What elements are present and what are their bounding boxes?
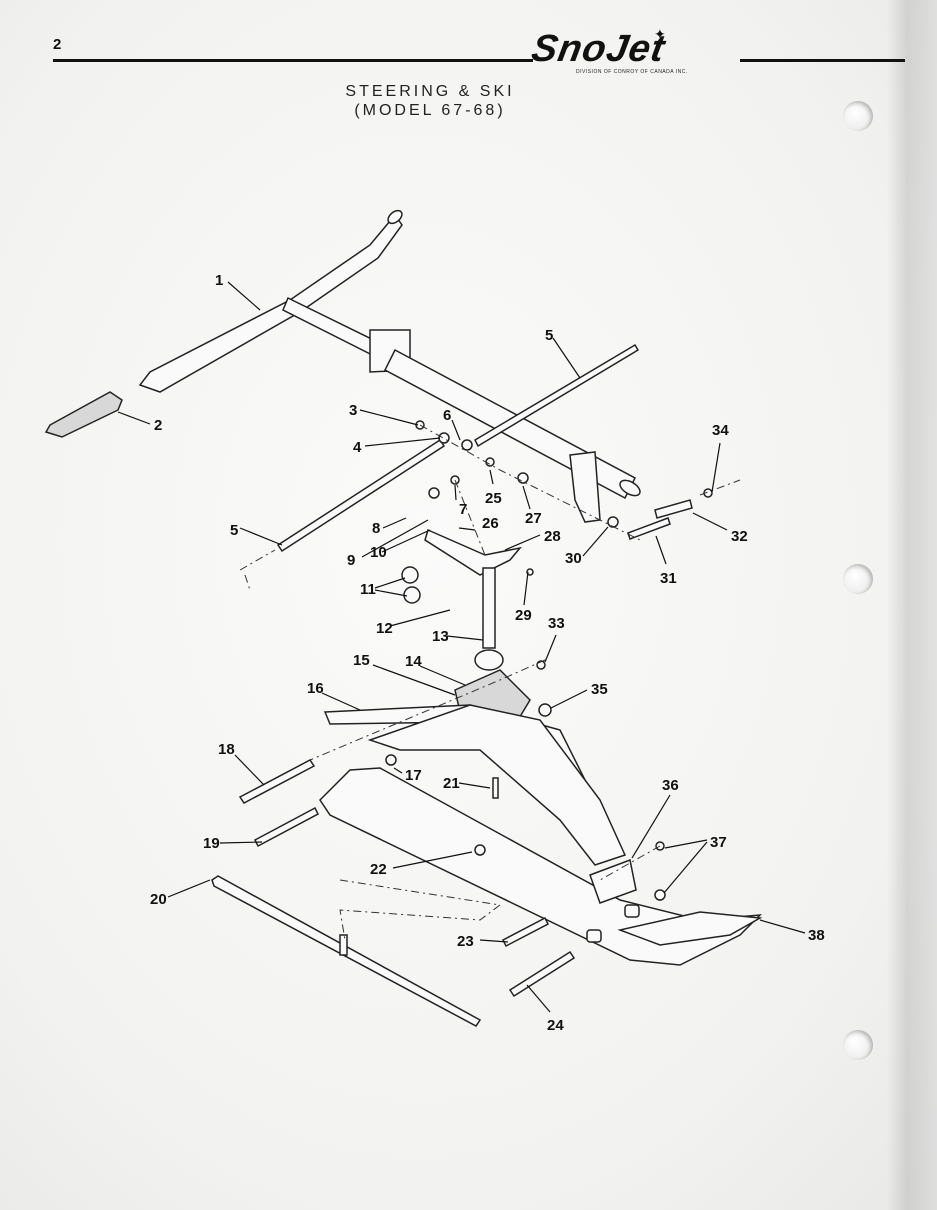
- callout-label: 5: [545, 327, 553, 344]
- callout-label: 4: [353, 439, 362, 456]
- callout-leaders: [117, 281, 806, 1013]
- callout-label: 12: [376, 620, 393, 637]
- binding-shadow: [887, 0, 937, 1210]
- leaf-spring-part: [323, 704, 627, 866]
- header-rule-right: [740, 59, 905, 62]
- callout-label: 34: [712, 422, 729, 439]
- title-line-2: (MODEL 67-68): [354, 102, 506, 119]
- callout-label: 16: [307, 680, 324, 697]
- hardware-parts: [385, 420, 713, 943]
- callout-label: 10: [370, 544, 387, 561]
- punch-hole: [843, 101, 873, 131]
- handlebar-part: [138, 209, 411, 393]
- title-line-1: STEERING & SKI: [345, 83, 515, 100]
- ski-part: [319, 767, 763, 966]
- callout-label: 17: [405, 767, 422, 784]
- callout-label: 33: [548, 615, 565, 632]
- assembly-lines: [239, 424, 741, 941]
- brand-logo: SnoJet ✦ DIVISION OF CONROY OF CANADA IN…: [528, 26, 740, 78]
- page-number: 2: [53, 36, 62, 53]
- callout-label: 37: [710, 834, 727, 851]
- callout-label: 8: [372, 520, 380, 537]
- callout-label: 23: [457, 933, 474, 950]
- callout-label: 29: [515, 607, 532, 624]
- callout-label: 27: [525, 510, 542, 527]
- callout-label: 22: [370, 861, 387, 878]
- callout-label: 1: [215, 272, 223, 289]
- callout-label: 30: [565, 550, 582, 567]
- callout-label: 35: [591, 681, 608, 698]
- runner-part: [211, 875, 482, 1027]
- callout-label: 38: [808, 927, 825, 944]
- callout-label: 2: [154, 417, 162, 434]
- steering-tube: [384, 348, 641, 523]
- star-icon: ✦: [654, 26, 666, 42]
- callout-label: 31: [660, 570, 677, 587]
- callout-labels: 1 2 3 4 5 5 6 7 8 9 10 11 12 13 14 15 16…: [150, 272, 825, 1034]
- page-title: STEERING & SKI (MODEL 67-68): [320, 82, 540, 120]
- callout-label: 21: [443, 775, 460, 792]
- bolt-parts: [238, 499, 693, 998]
- spindle-part: [401, 528, 531, 726]
- callout-label: 7: [459, 501, 467, 518]
- callout-label: 11: [360, 581, 376, 598]
- grip-part: [44, 391, 123, 438]
- callout-label: 28: [544, 528, 561, 545]
- punch-hole: [843, 1030, 873, 1060]
- callout-label: 15: [353, 652, 370, 669]
- callout-label: 25: [485, 490, 502, 507]
- callout-label: 13: [432, 628, 449, 645]
- callout-label: 14: [405, 653, 422, 670]
- header-rule-left: [53, 59, 533, 62]
- callout-label: 32: [731, 528, 748, 545]
- callout-label: 36: [662, 777, 679, 794]
- callout-label: 19: [203, 835, 220, 852]
- punch-hole: [843, 564, 873, 594]
- callout-label: 3: [349, 402, 357, 419]
- callout-label: 24: [547, 1017, 564, 1034]
- callout-label: 18: [218, 741, 235, 758]
- tie-rod-part: [276, 343, 640, 553]
- callout-label: 9: [347, 552, 355, 569]
- callout-label: 5: [230, 522, 238, 539]
- callout-label: 20: [150, 891, 167, 908]
- callout-label: 6: [443, 407, 451, 424]
- brand-subtitle: DIVISION OF CONROY OF CANADA INC.: [576, 69, 688, 75]
- callout-label: 26: [482, 515, 499, 532]
